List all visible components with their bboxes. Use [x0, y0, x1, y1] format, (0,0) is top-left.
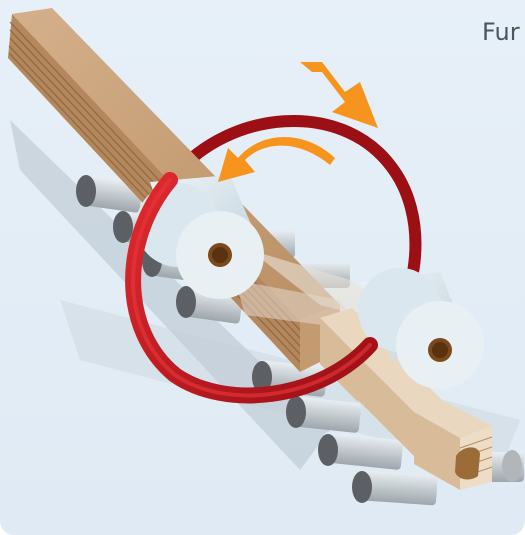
conveyor-roller — [352, 470, 438, 506]
rotation-arrow-icon — [218, 137, 335, 182]
